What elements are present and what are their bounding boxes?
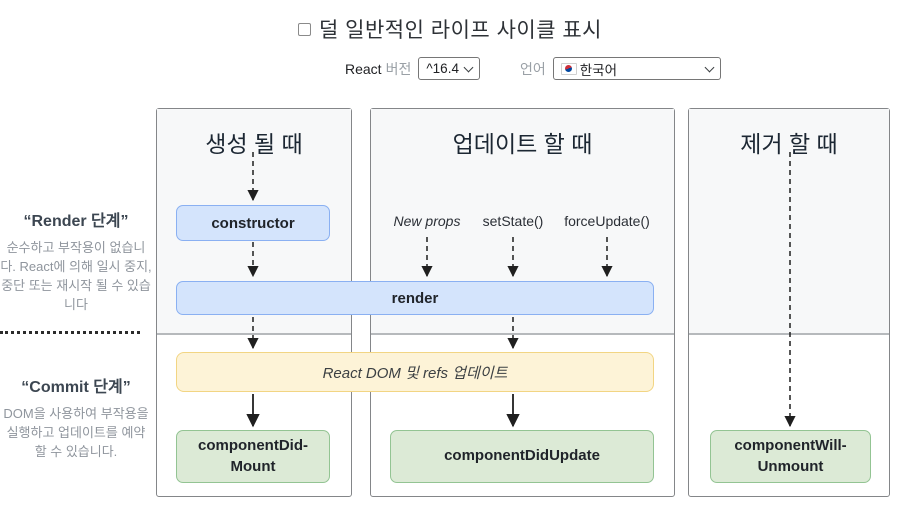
react-label: React [345,60,382,77]
render-box[interactable]: render [176,281,654,315]
component-will-unmount-box[interactable]: componentWill- Unmount [710,430,871,483]
trigger-new-props: New props [393,213,461,229]
controls-row: React 버전 ^16.4 언어 한국어 [345,57,721,80]
show-less-common-lifecycles-checkbox[interactable] [298,22,311,36]
constructor-box[interactable]: constructor [176,205,330,241]
language-select[interactable]: 한국어 [552,57,721,80]
column-updating-title: 업데이트 할 때 [452,131,593,157]
column-unmounting-title: 제거 할 때 [740,131,838,157]
react-version-value: ^16.4 [426,61,459,76]
render-phase-zone [689,109,889,335]
language-value: 한국어 [579,62,617,78]
chevron-down-icon [463,62,474,72]
component-did-update-box[interactable]: componentDidUpdate [390,430,654,483]
render-phase-note: “Render 단계” 순수하고 부작용이 없습니다. React에 의해 일시… [0,207,152,314]
page-title: 덜 일반적인 라이프 사이클 표시 [319,19,602,42]
commit-phase-note: “Commit 단계” DOM을 사용하여 부작용을 실행하고 업데이트를 예약… [0,373,152,461]
korea-flag-icon [560,62,577,75]
component-did-mount-box[interactable]: componentDid- Mount [176,430,330,483]
trigger-setstate: setState() [482,213,544,229]
commit-phase-description: DOM을 사용하여 부작용을 실행하고 업데이트를 예약 할 수 있습니다. [3,406,149,459]
version-label: 버전 [385,60,412,77]
chevron-down-icon [704,62,715,72]
column-mounting-title: 생성 될 때 [205,131,303,157]
trigger-forceupdate: forceUpdate() [564,213,650,229]
react-version-select[interactable]: ^16.4 [418,57,480,80]
phase-divider-dotted-line [0,331,140,334]
language-label: 언어 [519,60,546,77]
render-phase-title: “Render 단계” [23,213,129,230]
title-row: 덜 일반적인 라이프 사이클 표시 [0,14,900,44]
react-dom-refs-update-bar: React DOM 및 refs 업데이트 [176,352,654,392]
commit-phase-title: “Commit 단계” [21,379,131,396]
render-phase-description: 순수하고 부작용이 없습니다. React에 의해 일시 중지, 중단 또는 재… [0,240,152,312]
